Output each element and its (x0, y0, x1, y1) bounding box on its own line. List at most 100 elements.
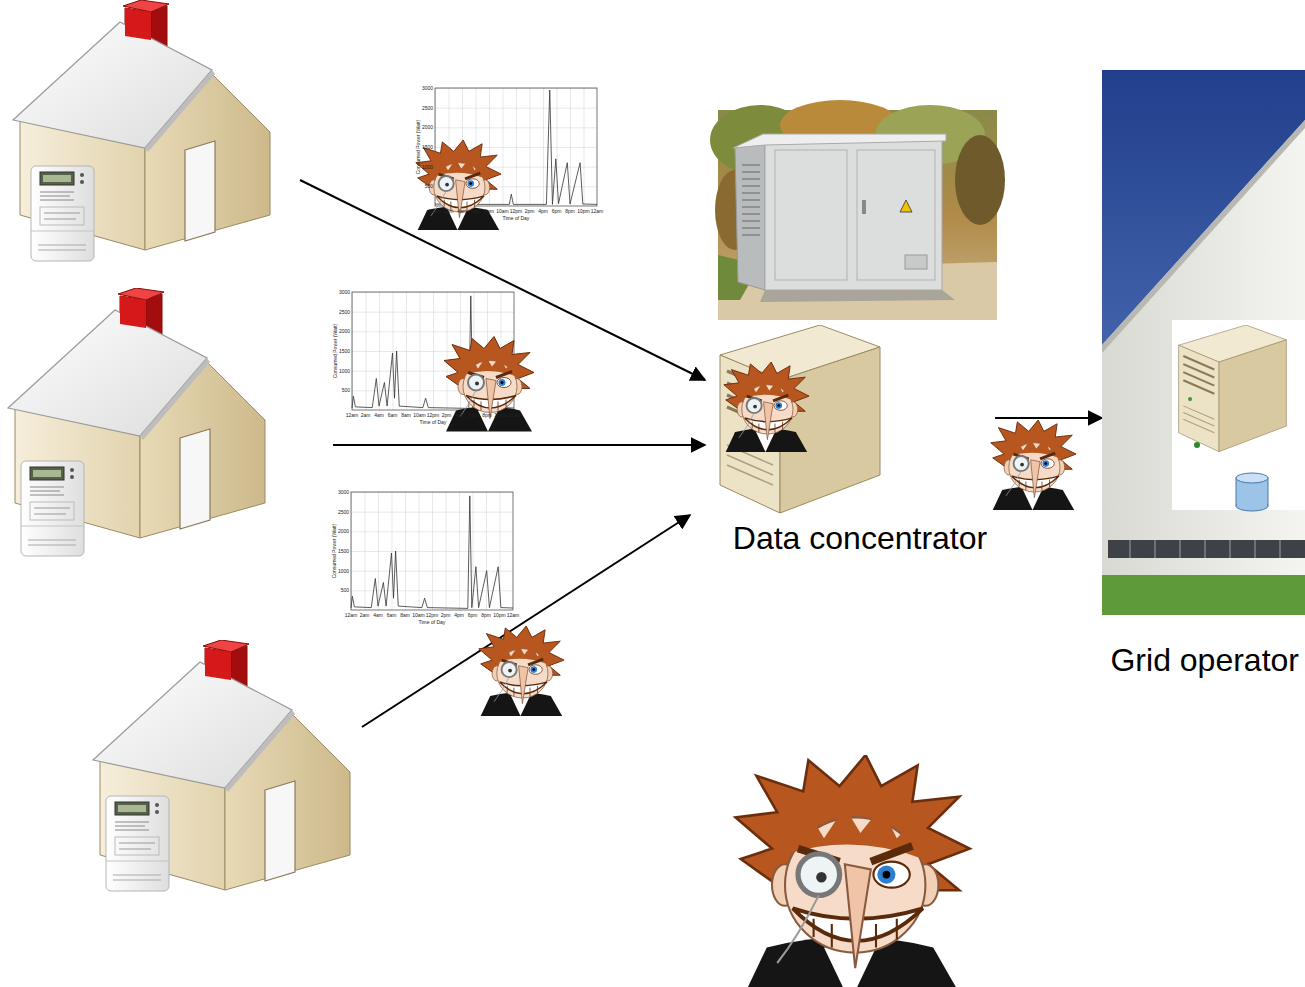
y-axis-tick: 2500 (319, 509, 349, 515)
operator-node: Grid operator (1102, 70, 1305, 680)
cabinet-photo (857, 150, 935, 280)
cabinet-photo (760, 290, 955, 302)
x-axis-tick: 12pm (423, 412, 443, 418)
x-axis-tick: 10am (409, 612, 429, 618)
x-axis-title: Time of Day (402, 619, 462, 625)
x-axis-tick: 10am (410, 412, 430, 418)
house-arrows (300, 180, 705, 727)
data-link-arrow (995, 417, 1102, 419)
x-axis-title: Time of Day (486, 215, 546, 221)
x-axis-tick: 10am (493, 208, 513, 214)
operator-photo (1194, 442, 1200, 448)
x-axis-tick: 6am (466, 208, 486, 214)
x-axis-tick: 4pm (533, 208, 553, 214)
y-axis-tick: 500 (319, 587, 349, 593)
y-axis-tick: 3000 (319, 489, 349, 495)
cabinet-photo (735, 140, 765, 290)
y-axis-tick: 3000 (403, 85, 433, 91)
x-axis-tick: 2pm (520, 208, 540, 214)
operator-photo (1172, 320, 1305, 510)
cabinet-photo (733, 134, 946, 148)
consumption-chart (351, 492, 513, 610)
y-axis-title: Consumed Power (Watt) (331, 521, 337, 581)
x-axis-tick: 6am (382, 612, 402, 618)
cabinet-photo (765, 140, 942, 290)
x-axis-tick: 4pm (449, 612, 469, 618)
smart-meter (21, 461, 84, 556)
y-axis-title: Consumed Power (Watt) (332, 321, 338, 381)
x-axis-tick: 8pm (476, 612, 496, 618)
cabinet-photo (955, 135, 1005, 225)
x-axis-tick: 10pm (491, 412, 511, 418)
x-axis-tick: 8pm (560, 208, 580, 214)
house-arrows (333, 444, 705, 446)
x-axis-tick: 12am (587, 208, 607, 214)
x-axis-tick: 8am (396, 412, 416, 418)
x-axis-tick: 12am (503, 612, 523, 618)
node-label: Data concentrator (733, 519, 987, 557)
x-axis-tick: 2am (439, 208, 459, 214)
smart-meter (21, 166, 169, 891)
attacker-figure (736, 755, 970, 987)
x-axis-tick: 12am (425, 208, 445, 214)
x-axis-tick: 6am (383, 412, 403, 418)
operator-photo (1108, 540, 1305, 558)
y-axis-tick: 2500 (320, 309, 350, 315)
x-axis-tick: 6pm (464, 412, 484, 418)
y-axis-tick: 500 (403, 183, 433, 189)
y-axis-tick: 3000 (320, 289, 350, 295)
cabinet-photo (900, 200, 912, 212)
server-icon (720, 325, 880, 513)
x-axis-tick: 4am (369, 412, 389, 418)
x-axis-tick: 4am (452, 208, 472, 214)
x-axis-tick: 10pm (574, 208, 594, 214)
x-axis-tick: 12am (341, 612, 361, 618)
x-axis-tick: 2pm (437, 412, 457, 418)
operator-photo (1102, 120, 1305, 353)
attacker-figure (479, 626, 564, 716)
attacker-figure (724, 362, 809, 452)
x-axis-tick: 8pm (477, 412, 497, 418)
operator-photo (1102, 575, 1305, 615)
y-axis-title: Consumed Power (Watt) (415, 117, 421, 177)
node-label: Grid operator (1110, 641, 1299, 679)
house-icon (8, 0, 350, 890)
x-axis-tick: 4pm (450, 412, 470, 418)
operator-photo (1130, 540, 1280, 558)
x-axis-tick: 10pm (490, 612, 510, 618)
consumption-chart (351, 492, 513, 610)
cabinet-photo (710, 100, 1005, 320)
x-axis-tick: 2pm (436, 612, 456, 618)
operator-photo (1236, 473, 1268, 483)
smart-meter (106, 796, 169, 891)
x-axis-tick: 8am (395, 612, 415, 618)
cabinet-photo (905, 255, 927, 269)
x-axis-tick: 12pm (422, 612, 442, 618)
consumption-chart (351, 496, 513, 609)
server-icon (720, 325, 880, 513)
operator-photo (1179, 325, 1287, 452)
attacker-figure (444, 337, 534, 432)
y-axis-tick: 500 (320, 387, 350, 393)
cabinet-photo (862, 200, 866, 214)
x-axis-tick: 6pm (463, 612, 483, 618)
concentrator-node: Data concentrator (725, 325, 995, 560)
smart-meter (31, 166, 94, 261)
x-axis-tick: 8am (479, 208, 499, 214)
x-axis-tick: 4am (368, 612, 388, 618)
y-axis-tick: 2500 (403, 105, 433, 111)
x-axis-tick: 6pm (547, 208, 567, 214)
x-axis-tick: 12pm (506, 208, 526, 214)
cabinet-photo (742, 165, 760, 235)
x-axis-title: Time of Day (403, 419, 463, 425)
cabinet-photo (775, 150, 847, 280)
consumption-chart (351, 492, 513, 610)
x-axis-tick: 2am (356, 412, 376, 418)
operator-photo (1102, 70, 1305, 615)
x-axis-tick: 12am (504, 412, 524, 418)
house-icon (93, 640, 350, 890)
attacker-figure (416, 140, 1076, 987)
consumption-chart (351, 492, 513, 610)
x-axis-tick: 2am (355, 612, 375, 618)
